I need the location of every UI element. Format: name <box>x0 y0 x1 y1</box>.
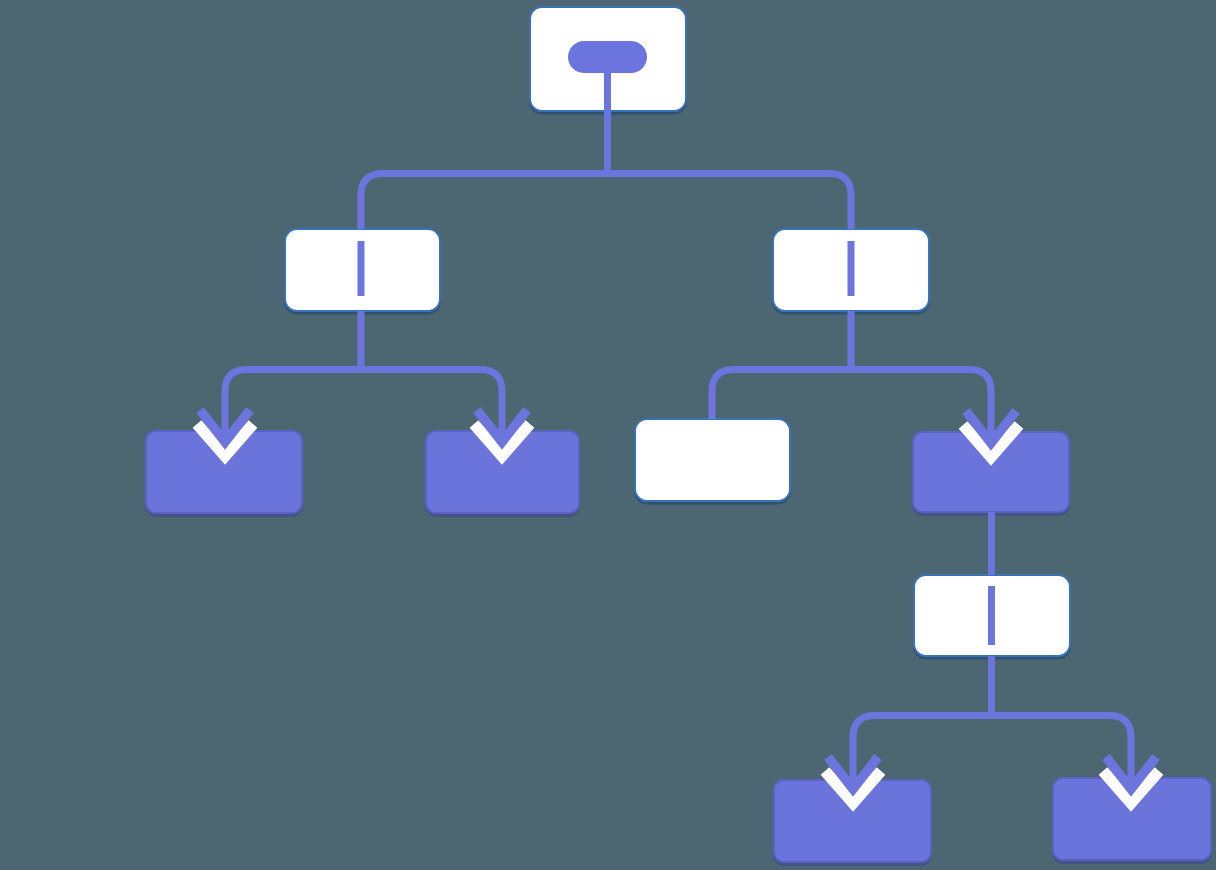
edge-bottom-junction <box>849 712 1135 781</box>
node-leaf-4[interactable] <box>773 779 932 863</box>
edge-top-junction <box>357 170 855 229</box>
node-root[interactable] <box>529 6 687 112</box>
node-leaf-1[interactable] <box>145 430 303 514</box>
node-white-plain[interactable] <box>634 418 791 502</box>
node-leaf-2[interactable] <box>425 430 580 514</box>
node-branch-mid[interactable] <box>913 574 1071 657</box>
node-leaf-3[interactable] <box>912 431 1070 513</box>
node-branch-left[interactable] <box>284 228 441 312</box>
node-branch-right[interactable] <box>772 228 930 312</box>
edge-left-junction <box>221 366 506 432</box>
node-leaf-5[interactable] <box>1052 777 1212 861</box>
